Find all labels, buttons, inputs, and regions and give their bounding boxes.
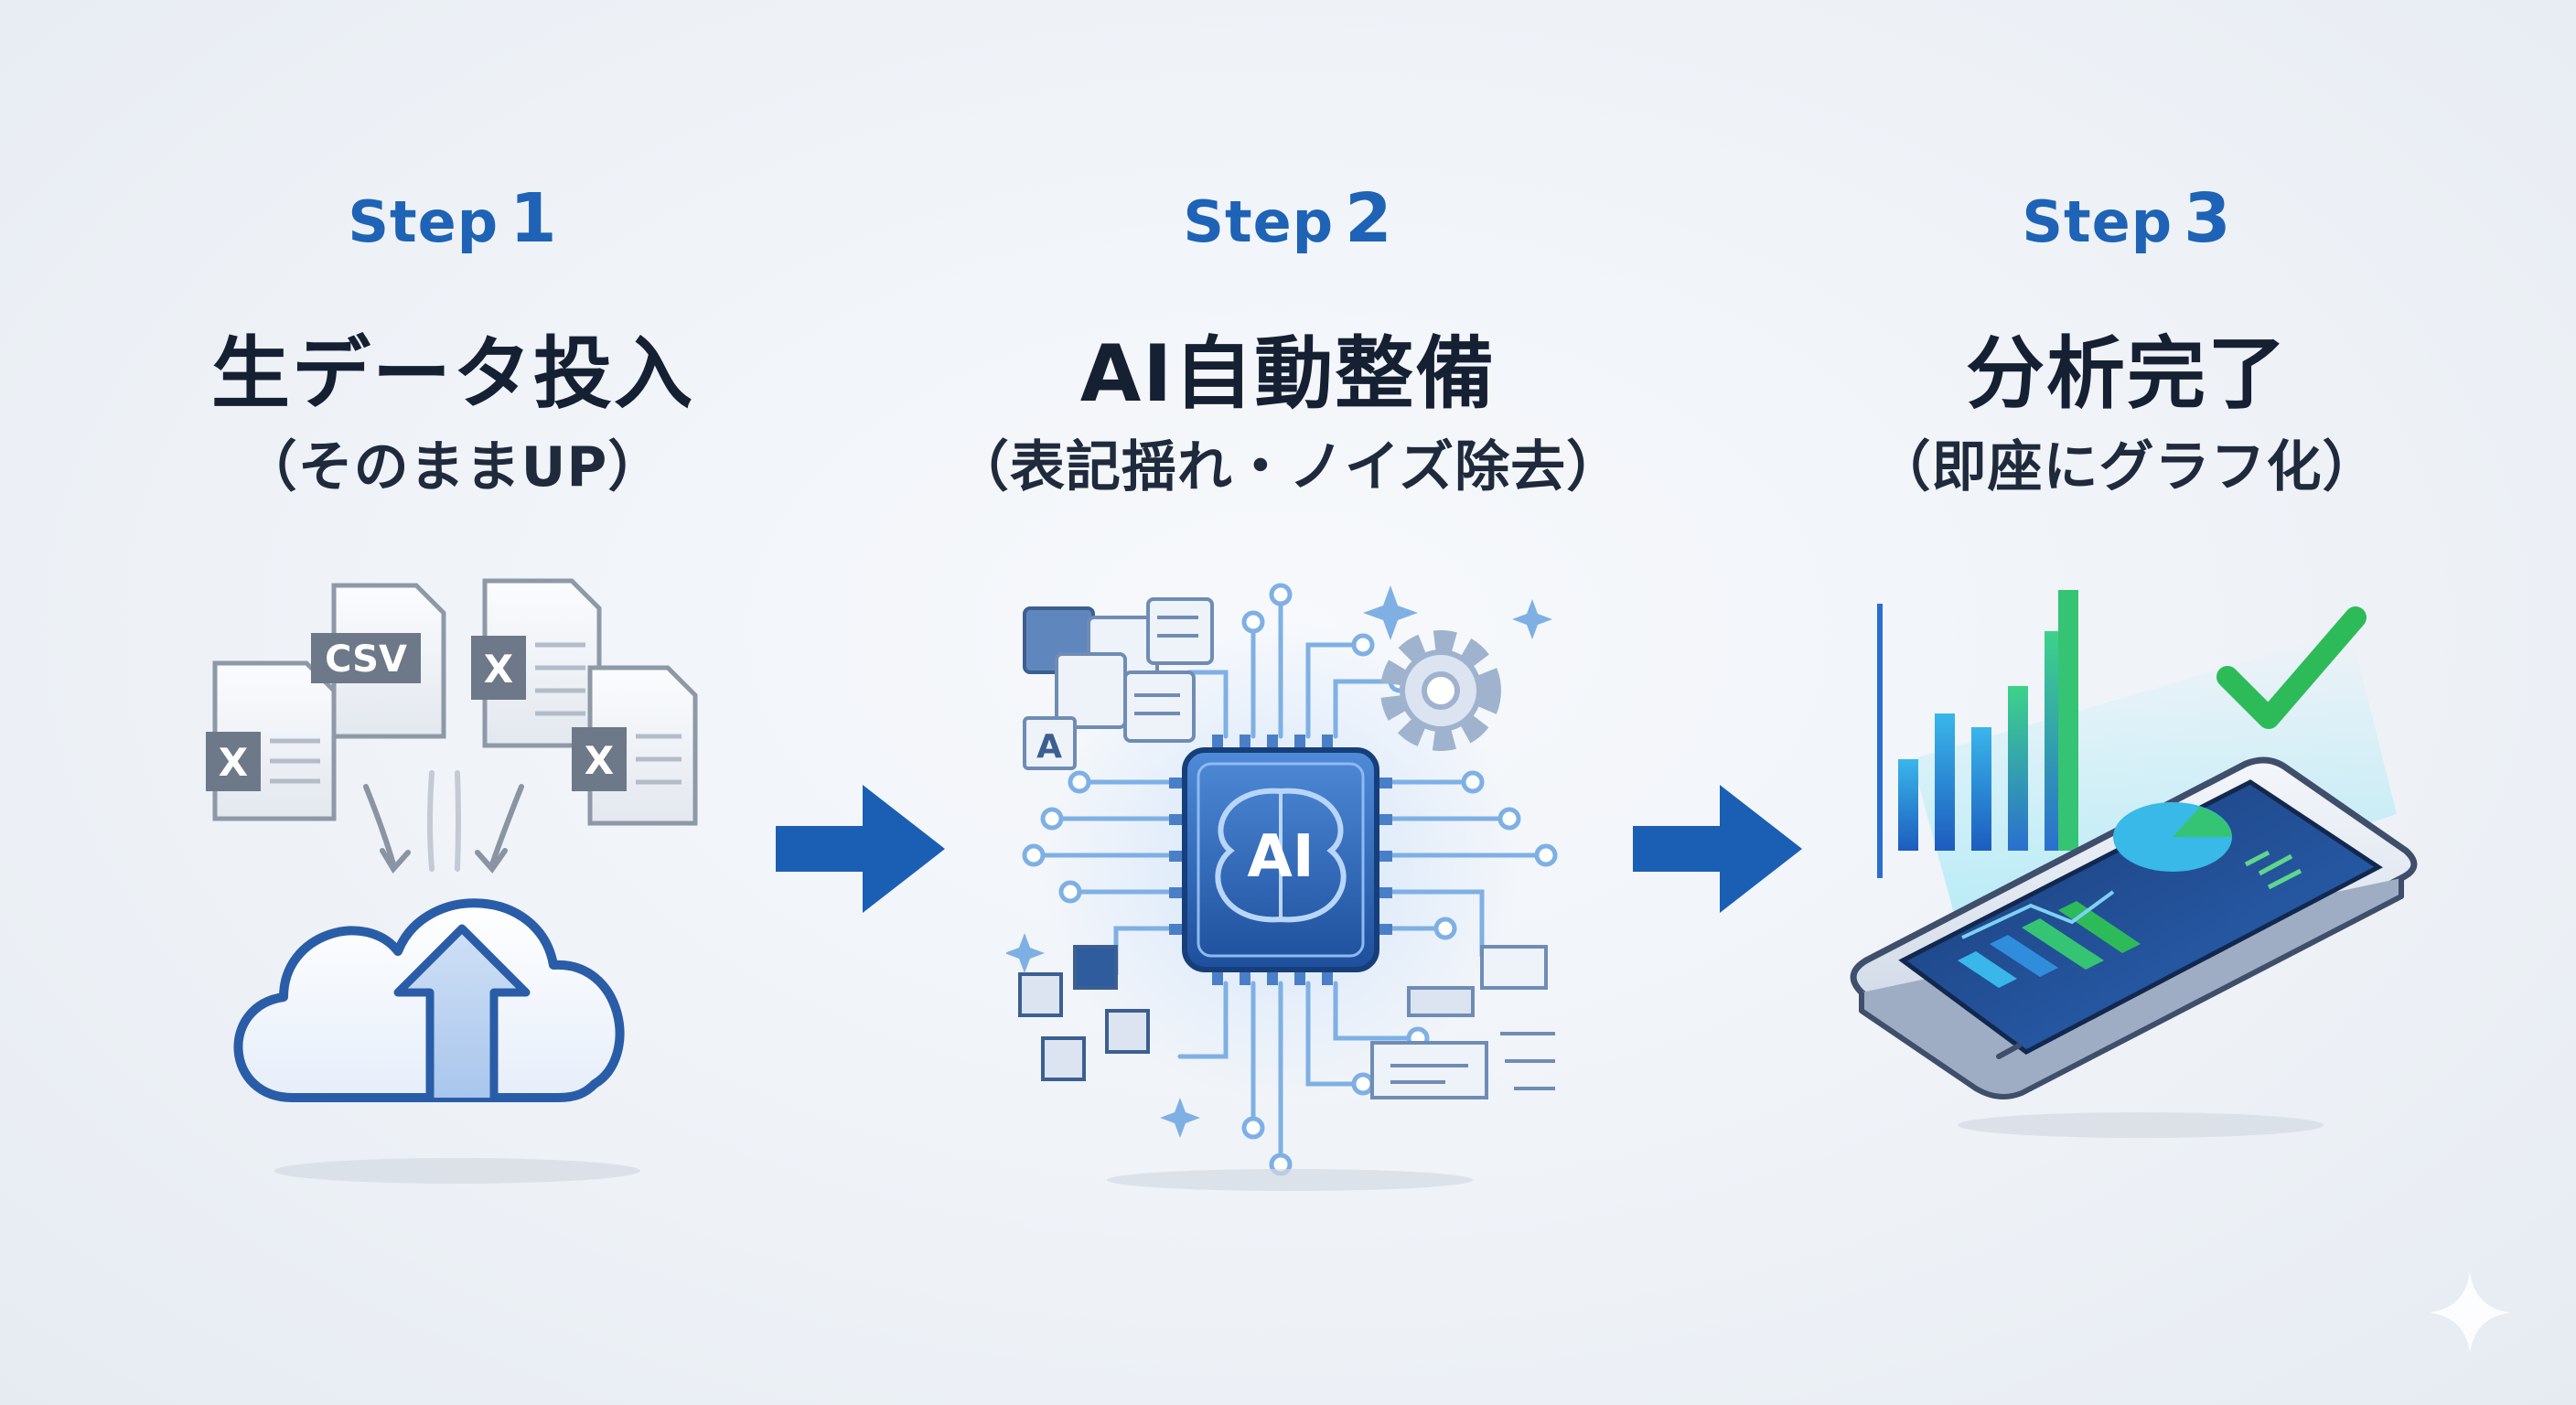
svg-text:A: A — [1036, 728, 1062, 766]
panel-icons — [1370, 945, 1555, 1099]
ai-chip-illustration: A AI — [1006, 583, 1558, 1191]
svg-text:X: X — [585, 738, 614, 783]
step-2-number: 2 — [1345, 179, 1393, 258]
checkmark-icon — [2216, 606, 2367, 729]
next-arrow-icon — [1633, 785, 1802, 913]
step-2-subtitle: （表記揺れ・ノイズ除去） — [953, 435, 1623, 499]
block-icons — [1018, 945, 1150, 1081]
svg-text:X: X — [219, 740, 248, 785]
screen-bar-chart — [1958, 890, 2141, 988]
ai-chip-icon: AI — [1169, 735, 1392, 985]
step-1-number: 1 — [510, 179, 558, 258]
step-1-title: 生データ投入 — [211, 328, 694, 420]
file-upload-illustration: X CSV X X — [206, 578, 698, 1184]
step-3-number: 3 — [2184, 179, 2232, 258]
next-arrow-icon — [776, 785, 945, 913]
tablet-device-icon — [1850, 756, 2418, 1099]
gear-icon — [1380, 630, 1501, 751]
step-3-title: 分析完了 — [1966, 328, 2288, 420]
step-1-subtitle: （そのままUP） — [242, 435, 664, 499]
excel-file-icon: X — [206, 660, 337, 821]
sparkle-icon — [2429, 1271, 2511, 1354]
sparkle-icon — [1006, 585, 1552, 1138]
csv-file-icon: CSV — [311, 583, 446, 739]
excel-file-icon: X — [471, 578, 602, 748]
step-3-subtitle: （即座にグラフ化） — [1875, 435, 2378, 499]
circuit-traces — [1040, 596, 1540, 1160]
excel-file-icon: X — [572, 665, 698, 826]
svg-text:CSV: CSV — [325, 638, 407, 681]
document-icons: A — [1023, 597, 1214, 770]
step-2-title: AI自動整備 — [1079, 328, 1497, 420]
down-arrows-icon — [363, 770, 524, 874]
svg-text:AI: AI — [1247, 823, 1314, 891]
tablet-analytics-illustration — [1850, 590, 2418, 1138]
cloud-upload-icon — [233, 898, 625, 1102]
bar-chart-icon — [1877, 590, 2078, 878]
svg-text:X: X — [484, 647, 513, 692]
